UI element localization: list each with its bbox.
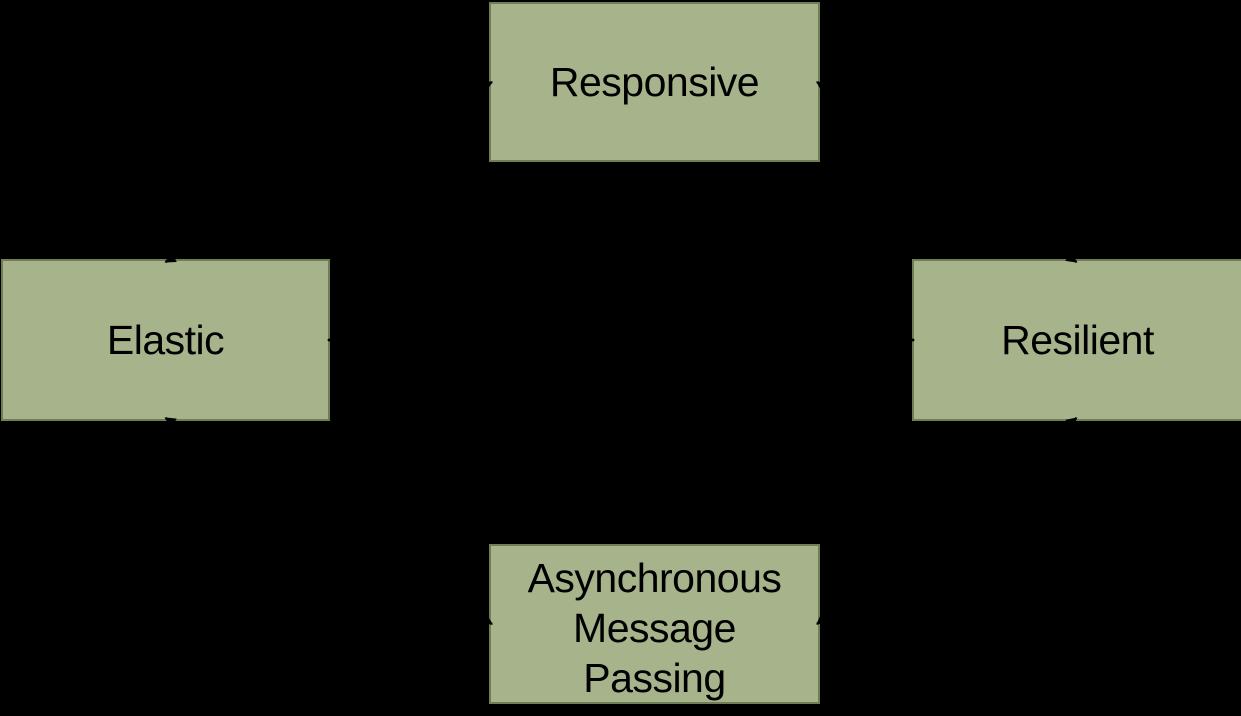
edge-async-message-passing-resilient [816, 417, 1078, 625]
edge-resilient-responsive [816, 80, 1078, 264]
node-responsive: Responsive [489, 2, 820, 162]
node-resilient-label: Resilient [1001, 317, 1154, 363]
node-responsive-label: Responsive [549, 59, 760, 105]
node-elastic: Elastic [1, 259, 330, 421]
node-async-message-passing-label: Asynchronous Message Passing [527, 555, 782, 701]
edge-async-message-passing-elastic [164, 416, 493, 626]
node-async-message-passing: Asynchronous Message Passing [489, 544, 820, 704]
node-resilient: Resilient [912, 259, 1241, 421]
node-elastic-label: Elastic [106, 317, 225, 363]
edge-elastic-responsive [164, 80, 493, 264]
